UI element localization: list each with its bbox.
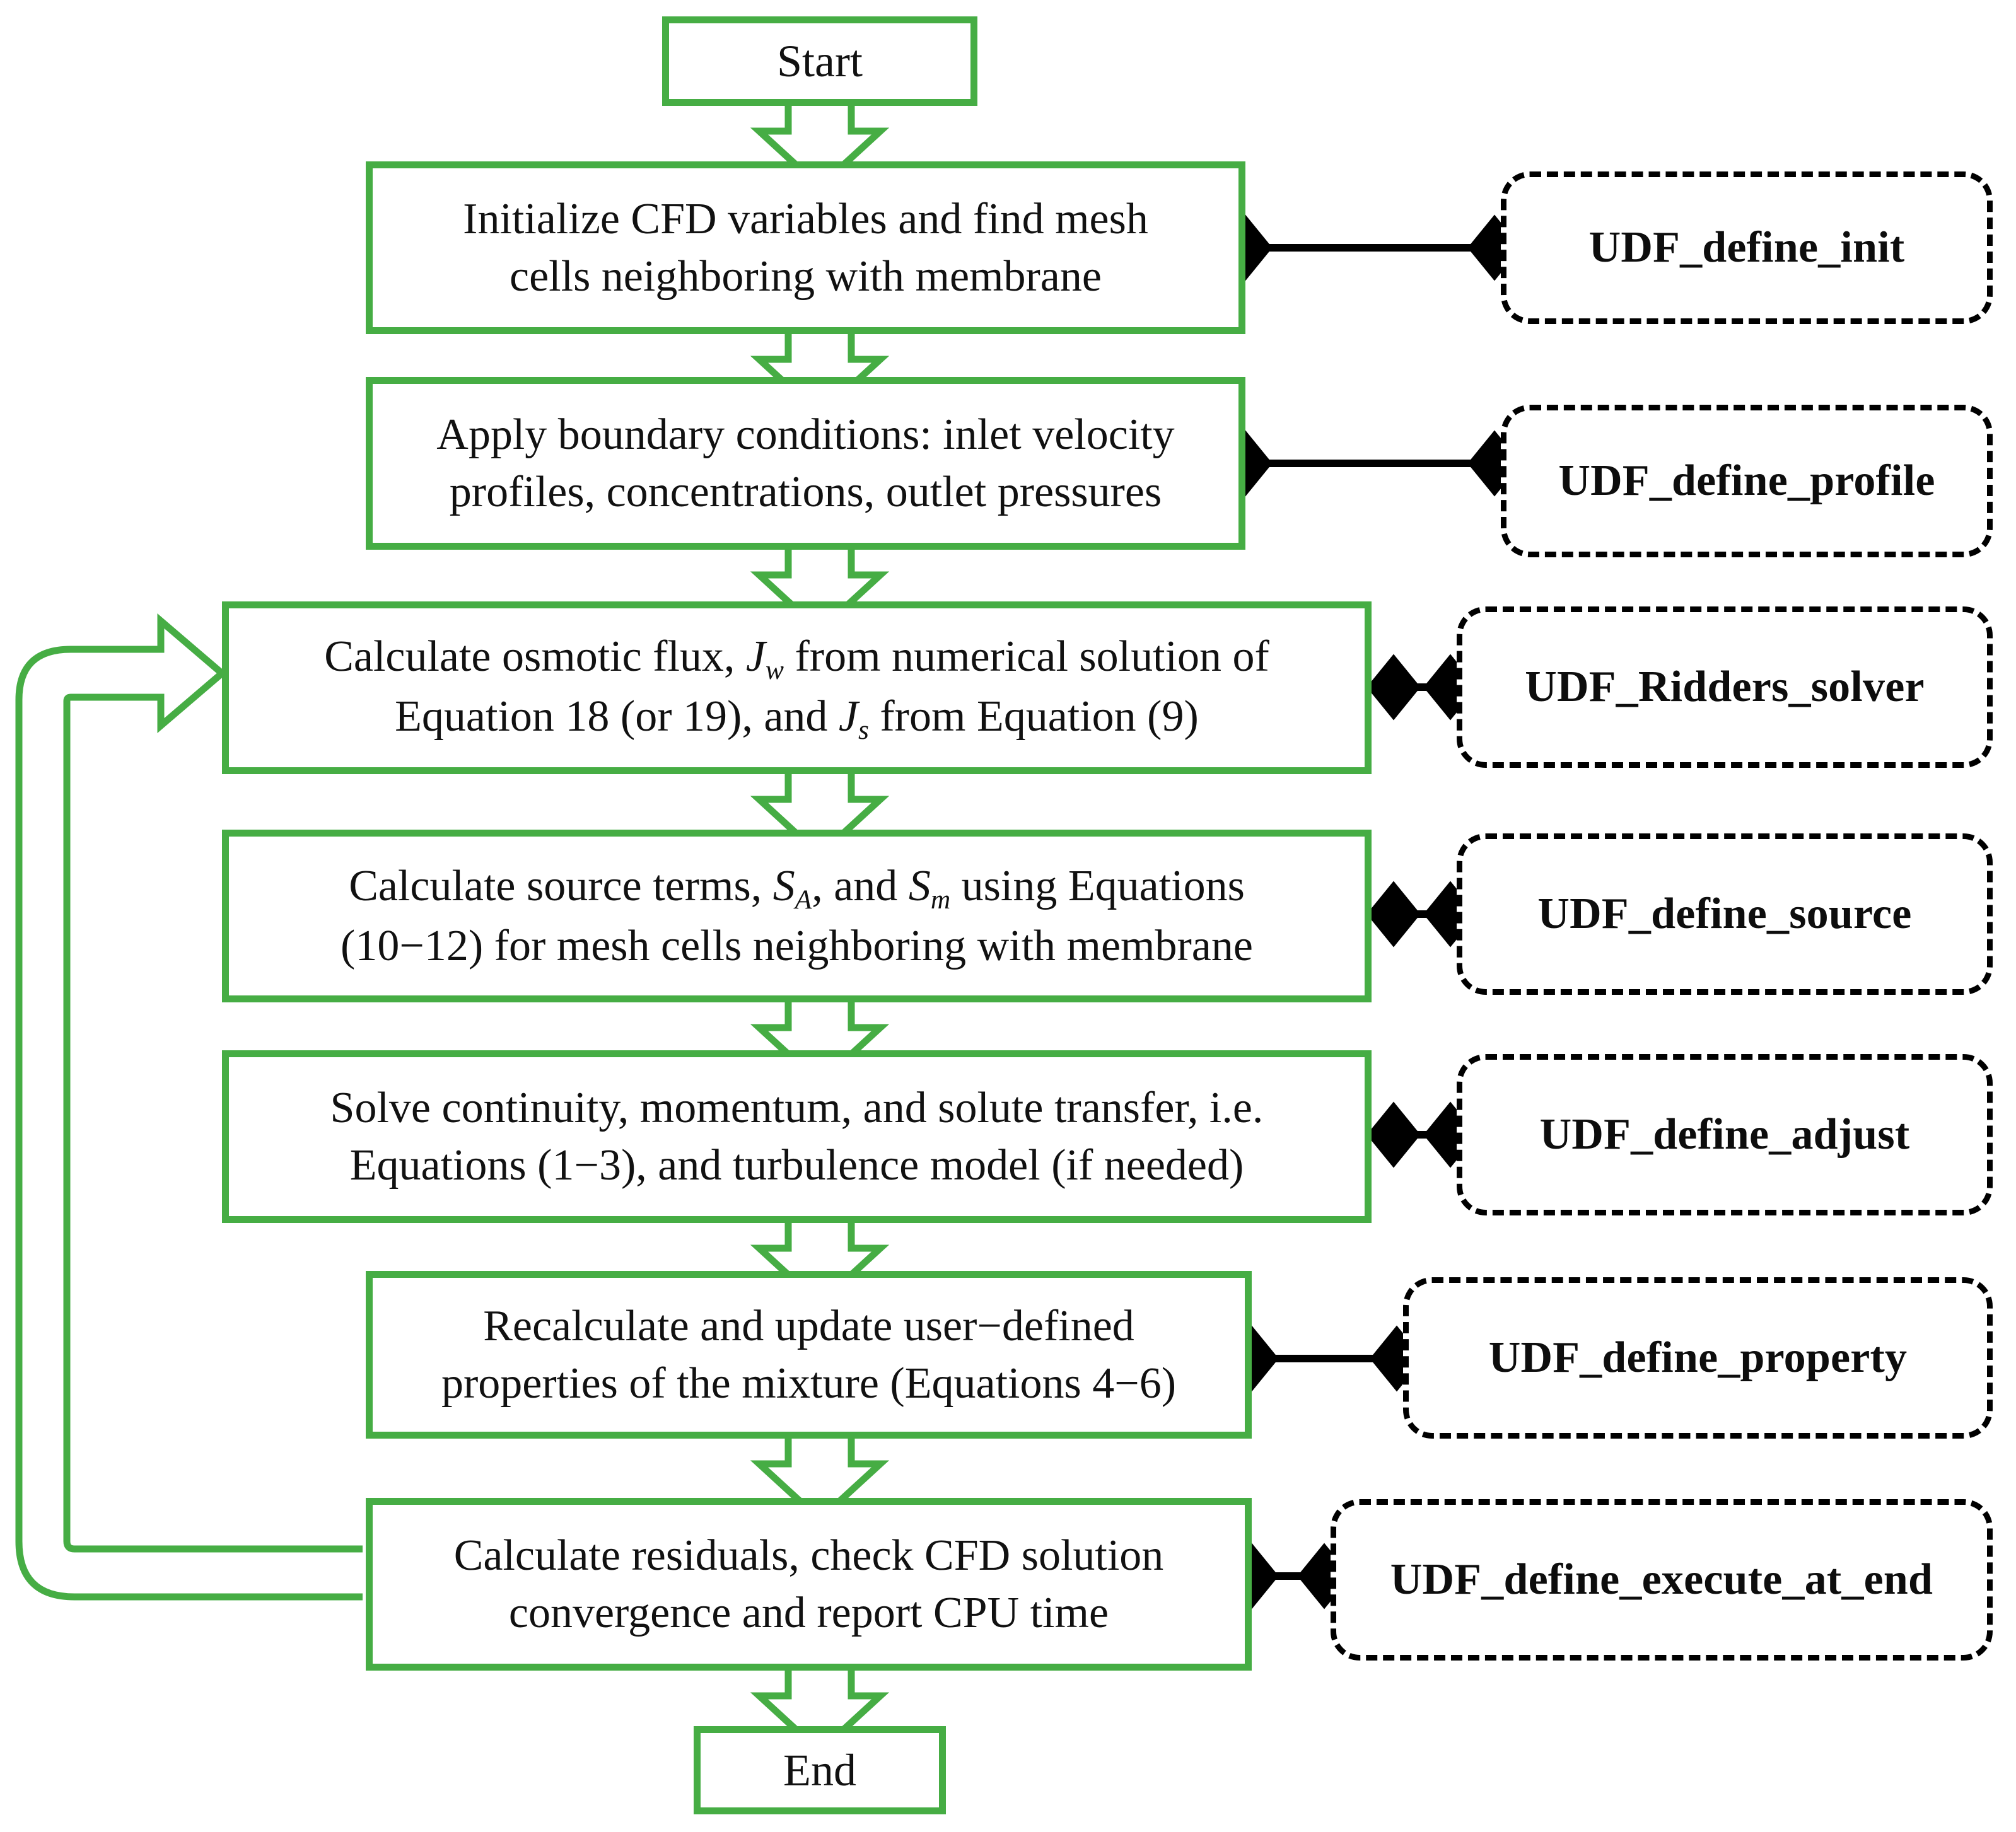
- process-box-solve[interactable]: Solve continuity, momentum, and solute t…: [222, 1050, 1372, 1223]
- process-box-bc[interactable]: Apply boundary conditions: inlet velocit…: [366, 377, 1245, 550]
- udf-box-define-source[interactable]: UDF_define_source: [1457, 833, 1993, 995]
- process-box-source-text: Calculate source terms, SA, and Sm using…: [341, 861, 1253, 971]
- terminator-start[interactable]: Start: [662, 16, 977, 106]
- udf-box-define-init[interactable]: UDF_define_init: [1501, 171, 1993, 324]
- udf-box-define-execute-at-end[interactable]: UDF_define_execute_at_end: [1331, 1499, 1993, 1661]
- udf-box-ridders-solver-label: UDF_Ridders_solver: [1525, 663, 1925, 711]
- process-box-flux-text: Calculate osmotic flux, Jw from numerica…: [324, 632, 1269, 746]
- process-box-bc-text: Apply boundary conditions: inlet velocit…: [436, 410, 1175, 516]
- process-box-residual[interactable]: Calculate residuals, check CFD solution …: [366, 1498, 1252, 1671]
- udf-box-define-property[interactable]: UDF_define_property: [1403, 1277, 1993, 1439]
- udf-box-define-init-label: UDF_define_init: [1588, 223, 1905, 272]
- udf-box-define-property-label: UDF_define_property: [1488, 1333, 1908, 1382]
- process-box-property-text: Recalculate and update user−defined prop…: [441, 1302, 1176, 1408]
- process-box-property[interactable]: Recalculate and update user−defined prop…: [366, 1271, 1252, 1439]
- process-box-init[interactable]: Initialize CFD variables and find mesh c…: [366, 161, 1245, 334]
- udf-box-define-profile[interactable]: UDF_define_profile: [1501, 405, 1993, 557]
- udf-box-define-adjust[interactable]: UDF_define_adjust: [1457, 1054, 1993, 1215]
- udf-box-define-adjust-label: UDF_define_adjust: [1539, 1110, 1910, 1159]
- diamond-source-left: [1366, 881, 1421, 948]
- udf-box-define-profile-label: UDF_define_profile: [1558, 456, 1935, 505]
- process-box-init-text: Initialize CFD variables and find mesh c…: [463, 195, 1148, 301]
- process-box-source[interactable]: Calculate source terms, SA, and Sm using…: [222, 830, 1372, 1002]
- process-box-residual-text: Calculate residuals, check CFD solution …: [453, 1531, 1164, 1637]
- process-box-flux[interactable]: Calculate osmotic flux, Jw from numerica…: [222, 601, 1372, 774]
- terminator-start-label: Start: [777, 35, 863, 86]
- terminator-end-label: End: [783, 1744, 856, 1795]
- diamond-adjust-left: [1366, 1101, 1421, 1168]
- process-box-solve-text: Solve continuity, momentum, and solute t…: [330, 1084, 1264, 1190]
- terminator-end[interactable]: End: [694, 1726, 946, 1814]
- udf-box-define-execute-at-end-label: UDF_define_execute_at_end: [1390, 1555, 1933, 1604]
- udf-box-ridders-solver[interactable]: UDF_Ridders_solver: [1457, 606, 1993, 768]
- udf-box-define-source-label: UDF_define_source: [1537, 890, 1912, 938]
- diamond-ridders-left: [1366, 654, 1421, 721]
